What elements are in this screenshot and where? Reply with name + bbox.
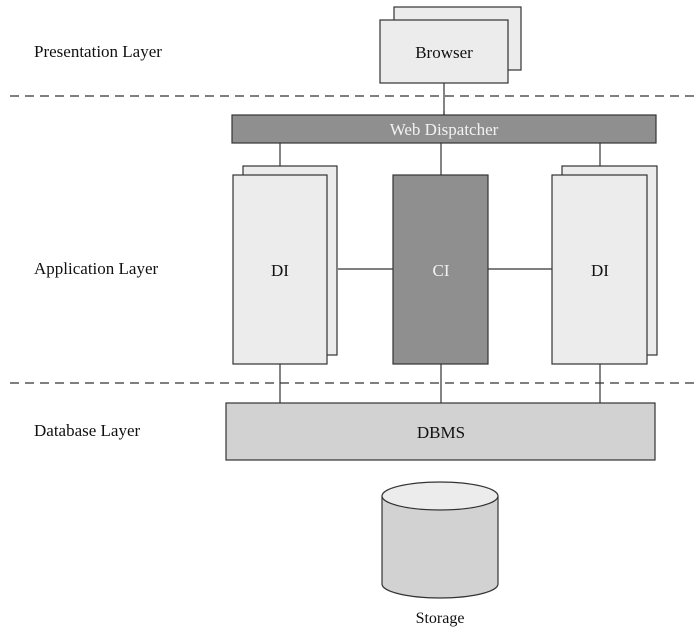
- storage-node: Storage: [381, 481, 499, 627]
- dbms-node: DBMS: [225, 402, 656, 461]
- di-left-label: DI: [271, 261, 289, 280]
- di-left-front-sheet: [232, 174, 328, 365]
- di-right-front-sheet: [551, 174, 648, 365]
- browser-label: Browser: [415, 43, 473, 62]
- database-layer-label: Database Layer: [34, 421, 141, 440]
- browser-node: Browser: [379, 6, 522, 84]
- storage-cylinder-top: [381, 481, 499, 511]
- web-dispatcher-label: Web Dispatcher: [390, 120, 499, 139]
- ci-label: CI: [433, 261, 450, 280]
- di-right-label: DI: [591, 261, 609, 280]
- storage-cylinder-body: [381, 496, 499, 599]
- dbms-box: [225, 402, 656, 461]
- ci-node: CI: [392, 174, 489, 365]
- browser-front-sheet: [379, 19, 509, 84]
- storage-label: Storage: [416, 610, 465, 627]
- web-dispatcher-node: Web Dispatcher: [231, 114, 657, 144]
- di-left-node: DI: [232, 165, 338, 365]
- di-right-node: DI: [551, 165, 658, 365]
- presentation-layer-label: Presentation Layer: [34, 42, 162, 61]
- ci-box: [392, 174, 489, 365]
- web-dispatcher-bar: [231, 114, 657, 144]
- application-layer-label: Application Layer: [34, 259, 158, 278]
- dbms-label: DBMS: [417, 423, 465, 442]
